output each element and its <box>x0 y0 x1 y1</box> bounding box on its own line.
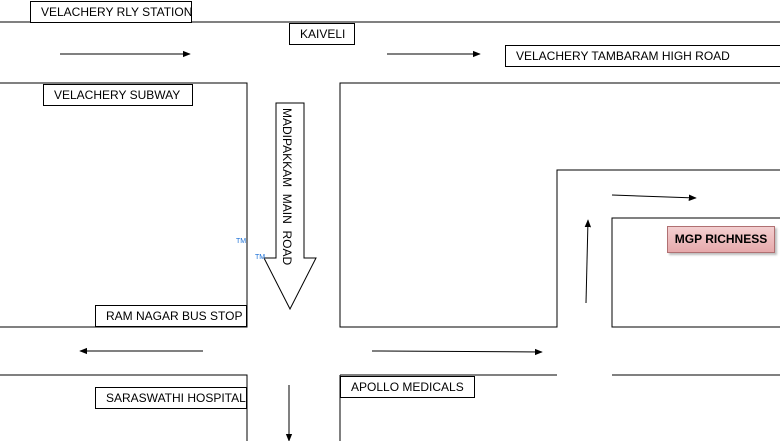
block-top-right <box>339 82 780 328</box>
label-ram-nagar-bus-stop: RAM NAGAR BUS STOP <box>95 305 247 327</box>
road-edges <box>0 21 780 441</box>
label-apollo-medicals: APOLLO MEDICALS <box>340 376 475 398</box>
arrow-north-right <box>584 219 592 304</box>
madipakkam-road-arrow <box>263 102 317 311</box>
madipakkam-road-label: MADIPAKKAM MAIN ROAD <box>280 108 294 265</box>
direction-arrows <box>60 50 697 441</box>
label-velachery-rly-station: VELACHERY RLY STATION <box>30 1 192 23</box>
arrow-east-middle <box>371 348 543 356</box>
arrow-east-to-mgp <box>611 194 697 201</box>
block-bottom-left <box>0 374 248 441</box>
trademark-mark-2: TM <box>255 254 266 261</box>
block-mgp <box>611 217 780 328</box>
label-velachery-subway: VELACHERY SUBWAY <box>43 84 193 106</box>
label-velachery-tambaram-high-road: VELACHERY TAMBARAM HIGH ROAD <box>505 45 780 67</box>
destination-mgp-richness[interactable]: MGP RICHNESS <box>667 226 775 253</box>
label-saraswathi-hospital: SARASWATHI HOSPITAL <box>95 387 247 409</box>
trademark-mark-1: TM <box>236 238 247 245</box>
block-top-left <box>0 82 248 328</box>
label-kaiveli: KAIVELI <box>289 23 355 45</box>
